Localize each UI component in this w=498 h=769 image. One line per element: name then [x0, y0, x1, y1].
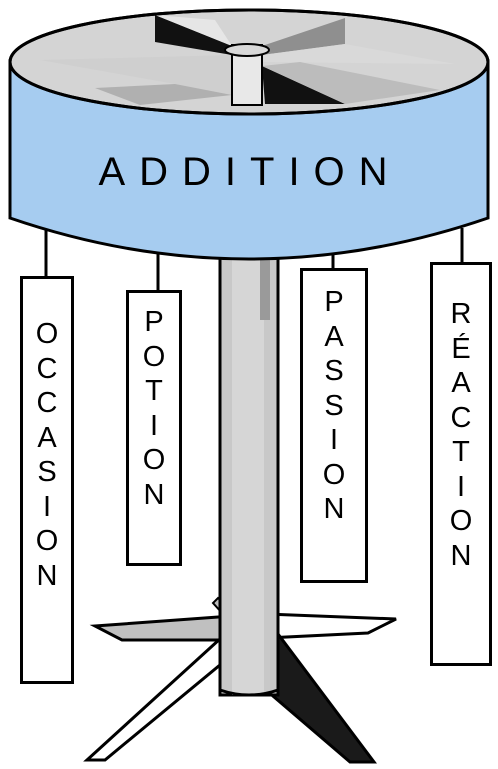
- letter: T: [452, 436, 470, 468]
- letter: S: [324, 389, 344, 422]
- foot-right: [264, 612, 397, 640]
- card-potion-letters: P O T I O N: [129, 305, 179, 512]
- card-passion: P A S S I O N: [300, 268, 368, 583]
- center-pole: [218, 228, 280, 697]
- letter: I: [42, 490, 52, 523]
- card-reaction-letters: R É A C T I O N: [433, 297, 489, 573]
- letter: A: [37, 421, 57, 454]
- letter: C: [36, 387, 58, 419]
- card-occasion: O C C A S I O N: [20, 276, 74, 684]
- letter: P: [324, 286, 344, 318]
- letter: R: [450, 298, 472, 330]
- foot-front-right: [264, 613, 377, 764]
- letter: I: [329, 424, 339, 456]
- card-reaction: R É A C T I O N: [430, 262, 492, 666]
- drum: [8, 8, 490, 261]
- letter: S: [324, 355, 344, 387]
- letter: I: [456, 470, 466, 503]
- letter: A: [324, 320, 344, 353]
- letter: P: [144, 306, 164, 338]
- letter: O: [142, 340, 166, 373]
- letter: S: [37, 456, 57, 488]
- letter: N: [36, 559, 58, 592]
- letter: C: [450, 401, 472, 434]
- drum-title: ADDITION: [98, 150, 402, 194]
- letter: A: [451, 367, 471, 399]
- foot-front-left: [83, 624, 234, 762]
- letter: I: [149, 409, 159, 442]
- letter: É: [451, 332, 471, 365]
- lid-dark-panel-left: [155, 15, 232, 55]
- letter: O: [322, 458, 346, 491]
- letter: C: [36, 352, 58, 385]
- foot-left: [89, 614, 234, 642]
- card-passion-letters: P A S S I O N: [303, 285, 365, 527]
- letter: O: [142, 444, 166, 476]
- letter: O: [35, 318, 59, 350]
- card-potion: P O T I O N: [126, 290, 182, 566]
- letter: N: [323, 493, 345, 525]
- letter: O: [35, 525, 59, 557]
- letter: T: [145, 375, 163, 407]
- letter: N: [143, 478, 165, 511]
- letter: N: [450, 539, 472, 572]
- lid-gray-panel-right: [262, 18, 345, 55]
- card-occasion-letters: O C C A S I O N: [23, 317, 71, 593]
- letter: O: [449, 505, 473, 537]
